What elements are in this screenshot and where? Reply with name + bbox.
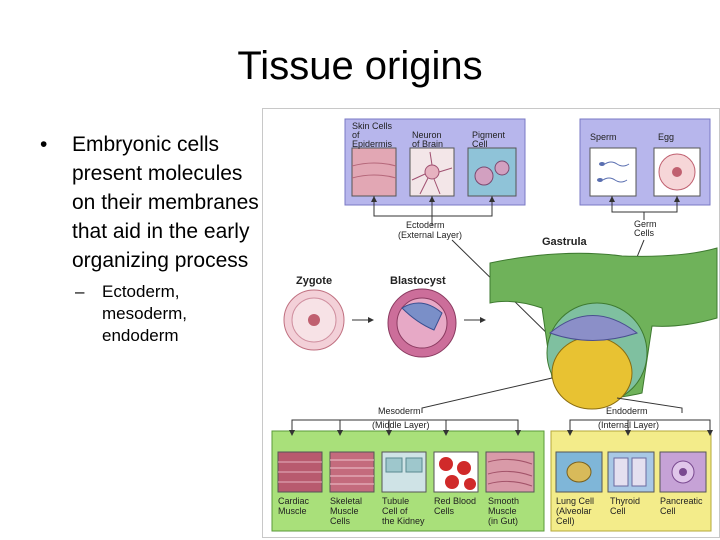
mesoderm-cell-labels: Cardiac Muscle Skeletal Muscle Cells Tub… xyxy=(278,496,519,526)
mesoderm-label: Mesoderm xyxy=(378,406,421,416)
mesoderm-sublabel: (Middle Layer) xyxy=(372,420,430,430)
cardiac-label-1: Cardiac xyxy=(278,496,310,506)
rbc-label-2: Cells xyxy=(434,506,455,516)
pancreatic-label-2: Cell xyxy=(660,506,676,516)
ectoderm-label: Ectoderm xyxy=(406,220,445,230)
sub-bullet-item: – Ectoderm, mesoderm, endoderm xyxy=(40,281,260,347)
blastocyst-label: Blastocyst xyxy=(390,275,446,287)
skin-cells-label-1: Skin Cells xyxy=(352,121,393,131)
slide-title: Tissue origins xyxy=(237,44,483,88)
germ-arrowheads xyxy=(609,196,680,202)
tubule-label-2: Cell of xyxy=(382,506,408,516)
egg-label: Egg xyxy=(658,132,674,142)
skeletal-label-3: Cells xyxy=(330,516,351,526)
skeletal-label-1: Skeletal xyxy=(330,496,362,506)
skin-cells-label-3: Epidermis xyxy=(352,139,393,149)
smooth-muscle-image xyxy=(485,451,535,493)
dash-icon: – xyxy=(75,282,85,301)
neuron-image xyxy=(409,147,455,197)
smooth-label-2: Muscle xyxy=(488,506,517,516)
cardiac-label-2: Muscle xyxy=(278,506,307,516)
lung-label-1: Lung Cell xyxy=(556,496,594,506)
lung-label-2: (Alveolar xyxy=(556,506,592,516)
rbc-label-1: Red Blood xyxy=(434,496,476,506)
skin-cells-label-2: of xyxy=(352,130,360,140)
bullet-text: Embryonic cells present molecules on the… xyxy=(72,133,259,272)
skin-cells-image xyxy=(351,147,397,197)
bottom-arrowheads xyxy=(289,430,713,436)
skeletal-muscle-image xyxy=(329,451,375,493)
skeletal-label-2: Muscle xyxy=(330,506,359,516)
tissue-origins-diagram: Skin Cells of Epidermis Neuron of Brain … xyxy=(262,108,720,538)
lung-label-3: Cell) xyxy=(556,516,575,526)
thyroid-label-2: Cell xyxy=(610,506,626,516)
endoderm-label: Endoderm xyxy=(606,406,648,416)
pancreatic-label-1: Pancreatic xyxy=(660,496,703,506)
smooth-label-1: Smooth xyxy=(488,496,519,506)
bullet-list: • Embryonic cells present molecules on t… xyxy=(40,130,260,347)
endoderm-sublabel: (Internal Layer) xyxy=(598,420,659,430)
zygote-label: Zygote xyxy=(296,275,332,287)
sperm-image xyxy=(589,147,637,197)
tubule-label-3: the Kidney xyxy=(382,516,425,526)
gastrula-image xyxy=(489,247,718,410)
zygote-image xyxy=(283,289,345,351)
ectoderm-sublabel: (External Layer) xyxy=(398,230,462,240)
pigment-label-2: Cell xyxy=(472,139,488,149)
layer-connectors xyxy=(291,377,711,431)
thyroid-label-1: Thyroid xyxy=(610,496,640,506)
sperm-label: Sperm xyxy=(590,132,617,142)
egg-image xyxy=(653,147,701,197)
neuron-label-2: of Brain xyxy=(412,139,443,149)
endoderm-cell-labels: Lung Cell (Alveolar Cell) Thyroid Cell P… xyxy=(556,496,703,526)
ectoderm-arrowheads xyxy=(371,196,495,202)
cardiac-muscle-image xyxy=(277,451,323,493)
germ-label-1: Germ xyxy=(634,219,657,229)
pigment-label-1: Pigment xyxy=(472,130,506,140)
bullet-item: • Embryonic cells present molecules on t… xyxy=(40,130,260,275)
neuron-label-1: Neuron xyxy=(412,130,442,140)
red-blood-cells-image xyxy=(433,451,479,493)
sub-bullet-text: Ectoderm, mesoderm, endoderm xyxy=(102,282,188,345)
bullet-dot-icon: • xyxy=(40,133,48,156)
pancreatic-cell-image xyxy=(659,451,707,493)
lung-cell-image xyxy=(555,451,603,493)
smooth-label-3: (in Gut) xyxy=(488,516,518,526)
tubule-label-1: Tubule xyxy=(382,496,409,506)
kidney-tubule-image xyxy=(381,451,427,493)
germ-label-2: Cells xyxy=(634,228,655,238)
thyroid-cell-image xyxy=(607,451,655,493)
development-arrows xyxy=(352,317,486,323)
pigment-cell-image xyxy=(467,147,517,197)
gastrula-label: Gastrula xyxy=(542,236,588,248)
blastocyst-image xyxy=(387,288,457,358)
